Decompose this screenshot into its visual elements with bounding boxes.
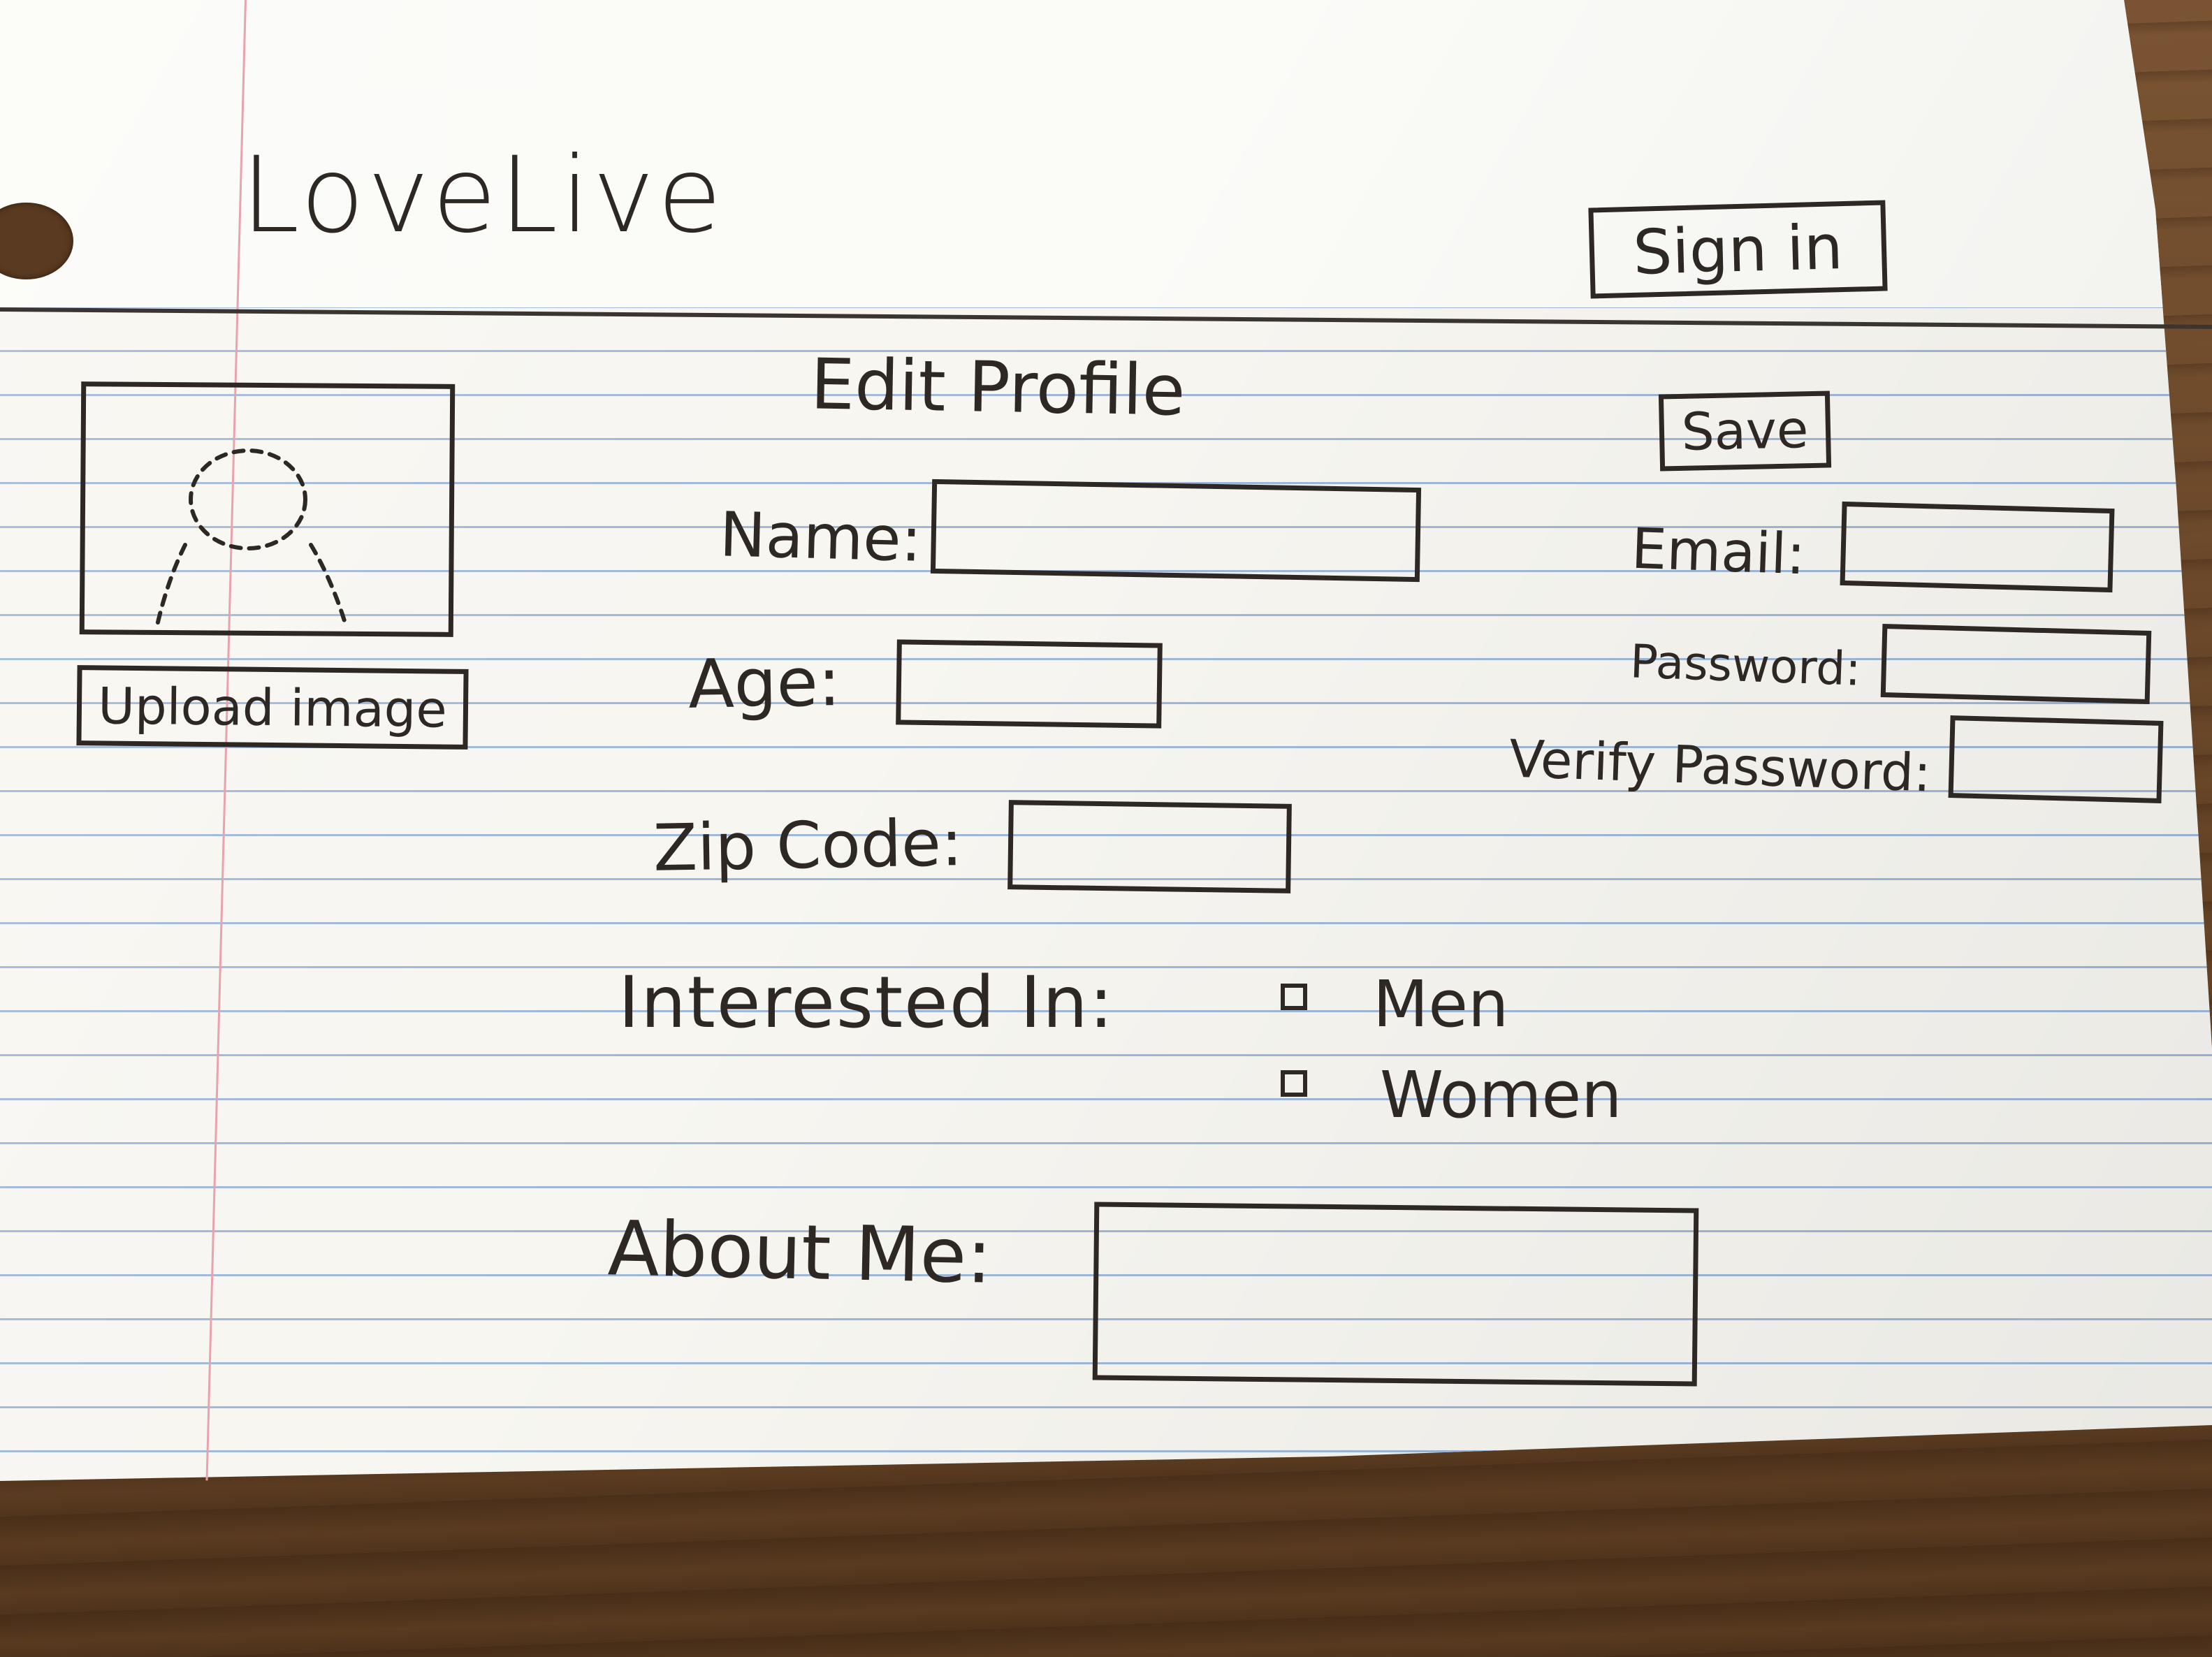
- age-label: Age:: [687, 643, 841, 724]
- verify-password-label: Verify Password:: [1508, 729, 1933, 804]
- email-label: Email:: [1630, 516, 1807, 587]
- zip-code-label: Zip Code:: [653, 805, 963, 886]
- women-option-label: Women: [1380, 1058, 1622, 1132]
- password-field[interactable]: [1880, 623, 2152, 705]
- zip-code-field[interactable]: [1007, 800, 1292, 893]
- save-button[interactable]: Save: [1658, 390, 1832, 472]
- name-label: Name:: [718, 498, 923, 576]
- men-checkbox[interactable]: [1281, 984, 1307, 1010]
- email-field[interactable]: [1840, 501, 2115, 593]
- upload-image-button[interactable]: Upload image: [76, 665, 469, 750]
- verify-password-field[interactable]: [1948, 715, 2164, 803]
- app-title: LoveLive: [241, 135, 725, 256]
- password-label: Password:: [1629, 634, 1862, 696]
- sign-in-button[interactable]: Sign in: [1588, 200, 1888, 299]
- binder-hole: [0, 203, 73, 279]
- name-field[interactable]: [930, 479, 1422, 583]
- page-title: Edit Profile: [810, 343, 1186, 432]
- men-option-label: Men: [1373, 967, 1509, 1042]
- user-silhouette-icon: [155, 448, 348, 627]
- women-checkbox[interactable]: [1281, 1070, 1307, 1097]
- age-field[interactable]: [896, 639, 1163, 729]
- about-me-field[interactable]: [1092, 1202, 1699, 1387]
- about-me-label: About Me:: [606, 1205, 993, 1301]
- interested-in-label: Interested In:: [618, 961, 1115, 1044]
